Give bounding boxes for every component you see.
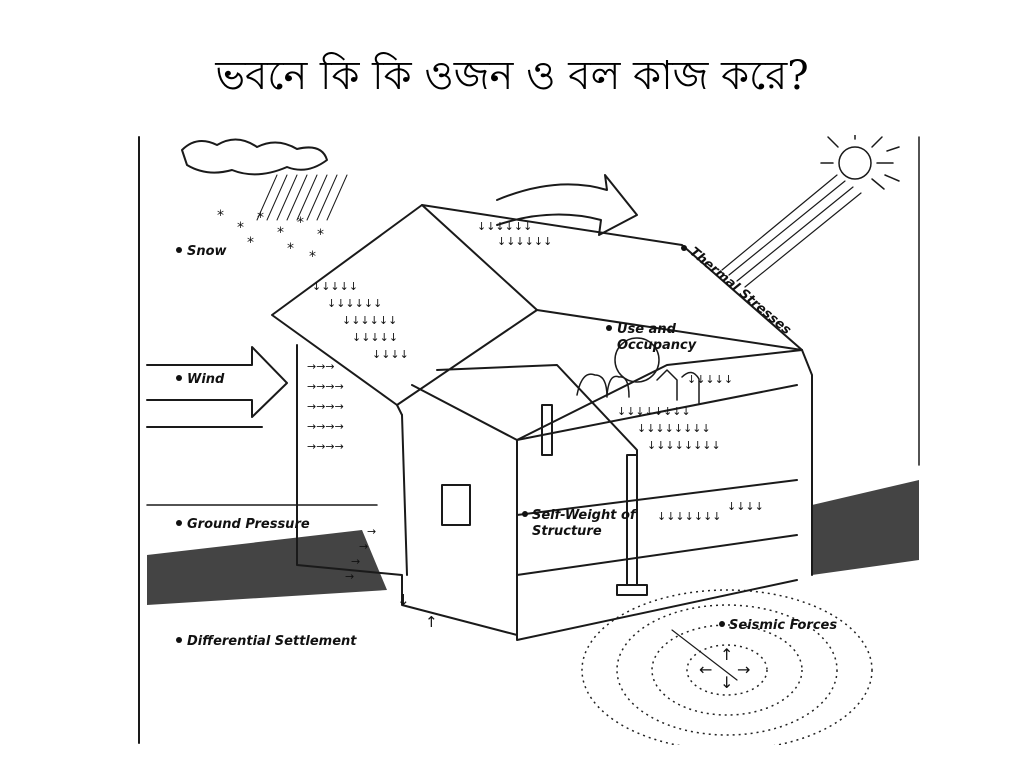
svg-text:↓↓↓↓↓: ↓↓↓↓↓	[687, 373, 733, 386]
label-thermal-stresses: Thermal Stresses	[686, 245, 794, 339]
occupancy-figures-icon	[576, 337, 700, 404]
svg-text:→: →	[737, 660, 750, 679]
label-seismic-forces: Seismic Forces	[729, 618, 837, 633]
svg-text:→→→→: →→→→	[307, 440, 344, 453]
svg-text:→→→→: →→→→	[307, 380, 344, 393]
building-loads-diagram: *** *** ***	[137, 135, 930, 745]
svg-text:→→→→: →→→→	[307, 420, 344, 433]
label-self-weight-line2: Structure	[532, 524, 602, 539]
rain-hatching	[256, 174, 348, 221]
svg-text:↓↓↓↓↓↓: ↓↓↓↓↓↓	[327, 297, 382, 310]
cloud-icon	[181, 138, 328, 176]
seismic-circles-icon	[581, 589, 873, 745]
svg-text:↓↓↓↓↓↓↓↓: ↓↓↓↓↓↓↓↓	[637, 422, 711, 435]
svg-text:*: *	[247, 235, 254, 251]
floor-load-arrows: ↓↓↓↓↓↓↓↓↓↓↓↓↓↓↓↓ ↓↓↓↓↓↓↓↓↓↓↓↓↓ ↓↓↓↓↓↓↓↓↓…	[617, 373, 764, 523]
svg-text:→→→→: →→→→	[307, 400, 344, 413]
svg-text:↑: ↑	[425, 613, 438, 631]
svg-text:↓: ↓	[397, 591, 410, 609]
svg-text:↓↓↓↓↓: ↓↓↓↓↓	[352, 331, 398, 344]
svg-text:*: *	[287, 241, 294, 257]
interior-column	[541, 404, 648, 596]
seismic-arrows-icon: ↑ ↓ ← →	[699, 645, 750, 692]
svg-text:↓↓↓↓↓↓: ↓↓↓↓↓↓	[342, 314, 397, 327]
roof-load-arrows: ↓↓↓↓↓↓↓↓↓↓↓ ↓↓↓↓↓↓↓↓↓↓↓ ↓↓↓↓ ↓↓↓↓↓↓↓↓↓↓↓…	[312, 220, 552, 361]
label-wind: Wind	[187, 372, 225, 387]
svg-text:→: →	[345, 570, 354, 583]
wind-arrow-icon	[146, 346, 288, 418]
svg-text:*: *	[317, 227, 324, 243]
svg-text:*: *	[217, 208, 224, 224]
svg-text:↓↓↓↓↓↓↓: ↓↓↓↓↓↓↓	[657, 510, 722, 523]
svg-text:↓↓↓↓↓↓: ↓↓↓↓↓↓	[477, 220, 532, 233]
settlement-arrows: ↓↑	[397, 591, 438, 631]
ground-right-hatch	[812, 480, 919, 575]
house-roof	[271, 204, 803, 416]
svg-text:*: *	[309, 249, 316, 265]
slide-title: ভবনে কি কি ওজন ও বল কাজ করে?	[215, 53, 809, 99]
window-icon	[441, 484, 471, 526]
label-ground-pressure: Ground Pressure	[187, 517, 310, 532]
svg-text:↓↓↓↓: ↓↓↓↓	[372, 348, 409, 361]
svg-text:↓↓↓↓↓↓↓↓: ↓↓↓↓↓↓↓↓	[617, 405, 691, 418]
svg-text:→: →	[367, 525, 376, 538]
svg-text:→→→: →→→	[307, 360, 335, 373]
svg-text:↓↓↓↓↓↓: ↓↓↓↓↓↓	[497, 235, 552, 248]
seismic-leader	[671, 629, 738, 681]
svg-text:*: *	[277, 225, 284, 241]
svg-text:*: *	[257, 210, 264, 226]
svg-text:←: ←	[699, 660, 712, 679]
svg-text:↓: ↓	[720, 673, 733, 692]
label-use-line2: Occupancy	[617, 338, 697, 353]
label-differential-settlement: Differential Settlement	[187, 634, 357, 649]
svg-text:↑: ↑	[720, 645, 733, 664]
svg-text:*: *	[297, 215, 304, 231]
label-self-weight-line1: Self-Weight of	[532, 508, 638, 523]
sun-icon	[820, 135, 900, 190]
svg-text:↓↓↓↓↓: ↓↓↓↓↓	[312, 280, 358, 293]
wall-wind-arrows: →→→→→→→ →→→→→→→→ →→→→	[307, 360, 344, 453]
svg-text:↓↓↓↓: ↓↓↓↓	[727, 500, 764, 513]
snow-icon: *** *** ***	[217, 208, 324, 265]
label-snow: Snow	[187, 244, 228, 259]
roof-wind-arrow-icon	[496, 174, 638, 236]
svg-text:↓↓↓↓↓↓↓↓: ↓↓↓↓↓↓↓↓	[647, 439, 721, 452]
ground-pressure-arrows: → → → →	[345, 525, 376, 583]
sun-rays	[721, 174, 862, 288]
svg-text:→: →	[351, 555, 360, 568]
house-walls	[296, 344, 813, 641]
ground-left-hatch	[147, 530, 387, 605]
label-use-line1: Use and	[617, 322, 677, 337]
svg-text:→: →	[359, 540, 368, 553]
svg-text:*: *	[237, 220, 244, 236]
